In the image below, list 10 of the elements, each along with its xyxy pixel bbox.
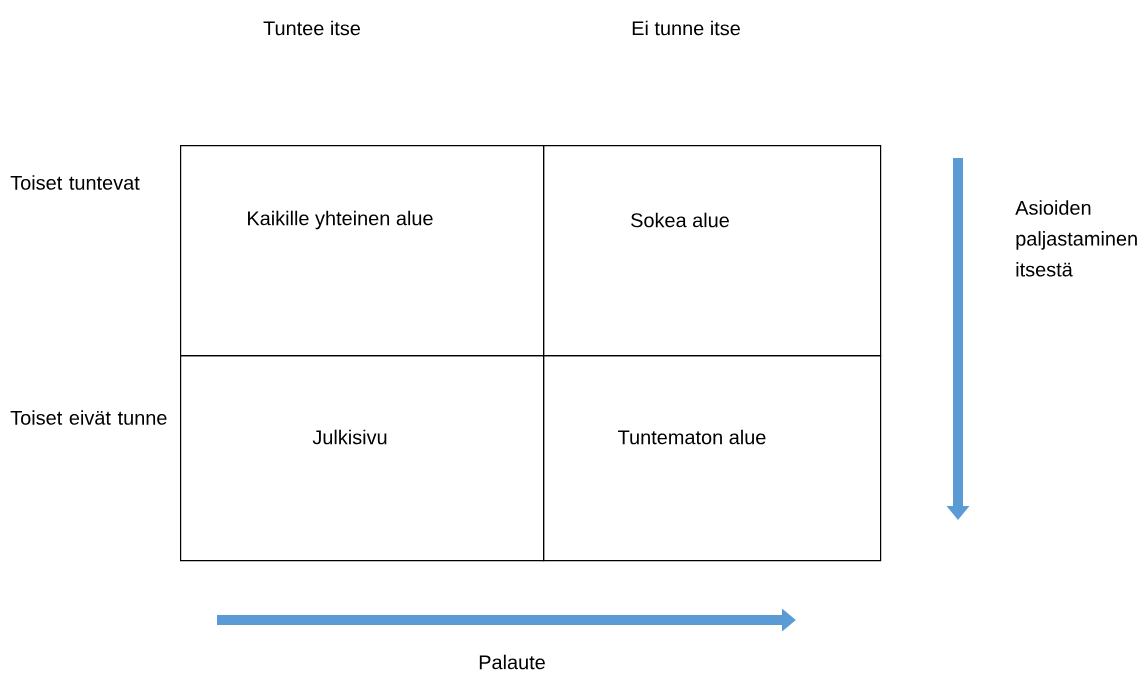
axis-label: Asioiden paljastaminen itsestä [1015,200,1137,277]
axis-label: Toiset tuntevat [10,175,140,190]
axis-label: Ei tunne itse [632,20,740,36]
quadrant-cell: Julkisivu [180,355,545,562]
quadrant-cell: Sokea alue [543,145,882,357]
axis-label: Palaute [479,654,545,670]
axis-label: Tuntee itse [263,20,360,36]
axis-label: Toiset eivät tunne [10,410,167,425]
quadrant-cell: Tuntematon alue [543,355,882,562]
quadrant-cell: Kaikille yhteinen alue [180,145,545,357]
